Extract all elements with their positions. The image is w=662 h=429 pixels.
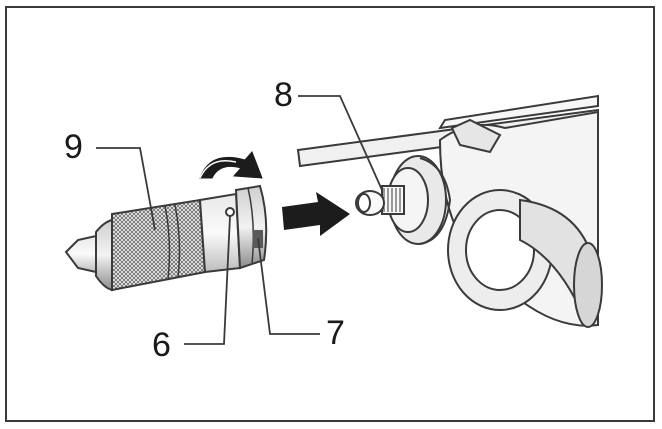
- leader-8: [298, 95, 383, 191]
- right-arrow-icon: [282, 192, 350, 236]
- callout-9: 9: [64, 128, 83, 166]
- callout-6: 6: [152, 326, 171, 364]
- part-6-hole: [225, 207, 235, 217]
- chuck-assembly: [64, 184, 268, 292]
- leader-9: [96, 147, 156, 231]
- leader-7: [257, 237, 320, 335]
- curved-rotate-arrow-icon: [199, 151, 263, 179]
- drill-body: [296, 94, 603, 328]
- leader-lines: [96, 95, 383, 345]
- callout-7: 7: [326, 314, 345, 352]
- callout-8: 8: [274, 76, 293, 114]
- leader-6: [184, 215, 231, 345]
